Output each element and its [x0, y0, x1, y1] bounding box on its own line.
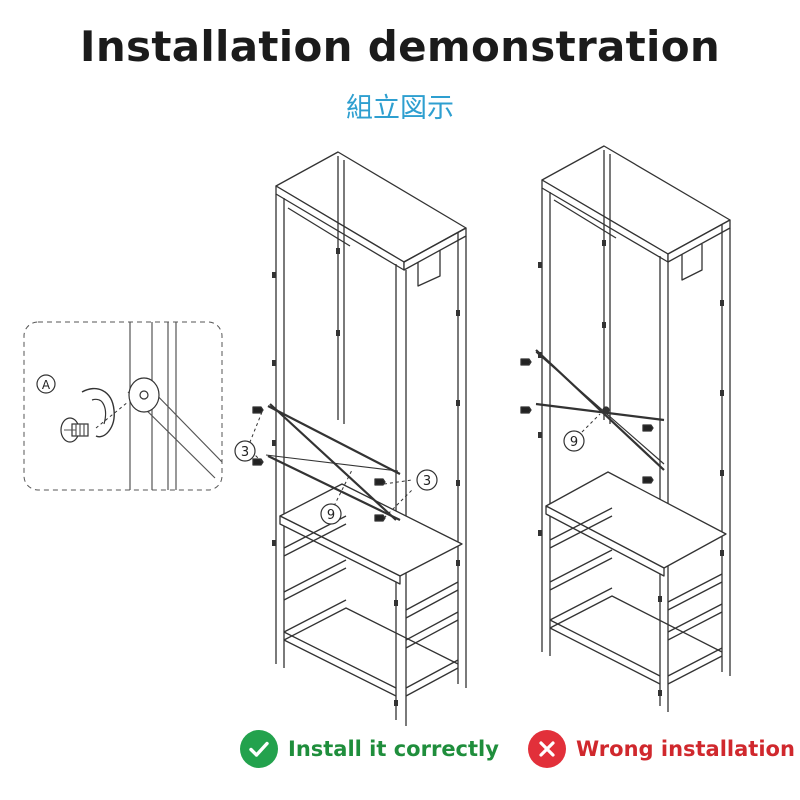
- cross-icon: [528, 730, 566, 768]
- page-subtitle: 組立図示: [346, 93, 454, 124]
- svg-text:9: 9: [570, 435, 578, 450]
- svg-text:9: 9: [327, 508, 335, 523]
- page-title: Installation demonstration: [79, 22, 721, 71]
- part-a-label: A: [42, 378, 51, 392]
- callout-part-9-left: 9: [320, 503, 342, 525]
- legend-correct-label: Install it correctly: [288, 737, 499, 761]
- legend-correct: Install it correctly: [240, 730, 499, 768]
- svg-text:3: 3: [241, 445, 249, 460]
- callout-part-3-right: 3: [416, 469, 438, 491]
- detail-inset: A: [23, 321, 223, 491]
- legend-wrong-label: Wrong installation: [576, 737, 795, 761]
- callout-part-3-left: 3: [234, 440, 256, 462]
- shelf-correct: [249, 151, 467, 726]
- check-icon: [240, 730, 278, 768]
- svg-text:3: 3: [423, 474, 431, 489]
- legend-wrong: Wrong installation: [528, 730, 795, 768]
- shelf-wrong: [520, 145, 731, 712]
- part-a-marker: [36, 374, 56, 394]
- callout-part-9-wrong: 9: [563, 430, 585, 452]
